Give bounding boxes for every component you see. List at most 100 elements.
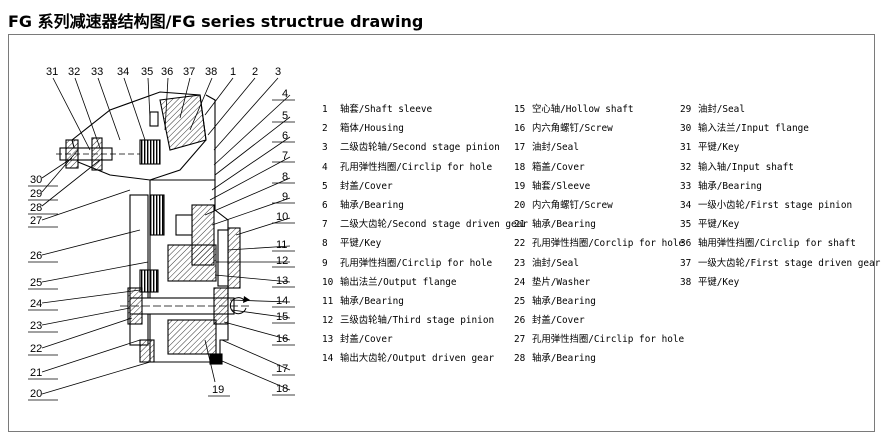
callout-30: 30 (30, 174, 42, 186)
callout-37: 37 (183, 66, 195, 78)
output-gear (167, 244, 217, 282)
leader-lines (28, 77, 295, 401)
callout-7: 7 (282, 150, 288, 162)
callout-32: 32 (68, 66, 80, 78)
legend-item-text: 输出法兰/Output flange (340, 276, 457, 288)
legend-item-23: 23 油封/Seal (514, 254, 684, 273)
legend-item-14: 14 输出大齿轮/Output driven gear (322, 349, 528, 368)
legend-item-text: 轴承/Bearing (532, 353, 596, 365)
legend-item-text: 轴承/Bearing (698, 180, 762, 192)
legend-item-text: 箱体/Housing (340, 123, 404, 135)
callout-35: 35 (141, 66, 153, 78)
legend-item-text: 箱盖/Cover (532, 161, 585, 173)
legend-item-text: 孔用弹性挡圈/Circlip for hole (340, 161, 493, 173)
legend-item-number: 17 (514, 142, 526, 154)
legend-item-text: 轴承/Bearing (532, 295, 596, 307)
legend-item-text: 轴承/Bearing (532, 219, 596, 231)
legend-item-text: 输出大齿轮/Output driven gear (340, 353, 495, 365)
callout-labels: 31 32 33 34 35 36 37 38 1 2 3 4 5 6 7 8 … (30, 66, 288, 400)
callout-20: 20 (30, 388, 42, 400)
legend-item-number: 31 (680, 142, 692, 154)
legend-item-10: 10 输出法兰/Output flange (322, 273, 528, 292)
legend-item-number: 23 (514, 257, 526, 269)
main-housing (149, 179, 229, 363)
legend-item-number: 30 (680, 123, 692, 135)
callout-16: 16 (276, 333, 288, 345)
legend-item-number: 38 (680, 276, 692, 288)
second-stage-pinion (149, 194, 165, 236)
legend-item-text: 平键/Key (340, 238, 382, 250)
legend-item-number: 6 (322, 199, 328, 211)
legend-item-number: 32 (680, 161, 692, 173)
legend-item-number: 36 (680, 238, 692, 250)
legend-item-33: 33 轴承/Bearing (680, 177, 880, 196)
input-flange (65, 139, 79, 169)
legend-item-number: 22 (514, 238, 526, 250)
legend-item-text: 平键/Key (698, 219, 740, 231)
callout-2: 2 (252, 66, 258, 78)
legend-item-number: 4 (322, 161, 328, 173)
callout-15: 15 (276, 311, 288, 323)
legend-item-number: 2 (322, 123, 328, 135)
callout-24: 24 (30, 298, 42, 310)
legend-item-text: 封盖/Cover (532, 315, 585, 327)
legend-item-number: 10 (322, 276, 334, 288)
legend-item-text: 一级小齿轮/First stage pinion (698, 199, 853, 211)
legend-item-text: 油封/Seal (532, 257, 579, 269)
callout-23: 23 (30, 320, 42, 332)
callout-17: 17 (276, 363, 288, 375)
legend-item-number: 3 (322, 142, 328, 154)
callout-14: 14 (276, 295, 288, 307)
callout-13: 13 (276, 275, 288, 287)
callout-10: 10 (276, 211, 288, 223)
gearbox-body (56, 91, 250, 365)
callout-19: 19 (212, 384, 224, 396)
legend-item-text: 孔用弹性挡圈/Corclip for hole (532, 238, 685, 250)
legend-item-number: 33 (680, 180, 692, 192)
legend-item-number: 28 (514, 353, 526, 365)
legend-item-22: 22 孔用弹性挡圈/Corclip for hole (514, 234, 684, 253)
legend-item-number: 12 (322, 315, 334, 327)
legend-item-number: 20 (514, 199, 526, 211)
callout-38: 38 (205, 66, 217, 78)
legend-item-number: 24 (514, 276, 526, 288)
callout-26: 26 (30, 250, 42, 262)
legend-item-text: 轴套/Sleeve (532, 180, 591, 192)
legend-item-4: 4 孔用弹性挡圈/Circlip for hole (322, 158, 528, 177)
legend-item-text: 油封/Seal (532, 142, 579, 154)
callout-34: 34 (117, 66, 129, 78)
callout-29: 29 (30, 188, 42, 200)
first-stage-pinion (139, 139, 161, 165)
legend-item-text: 空心轴/Hollow shaft (532, 104, 634, 115)
callout-4: 4 (282, 88, 288, 100)
legend-item-number: 16 (514, 123, 526, 135)
legend-item-text: 孔用弹性挡圈/Circlip for hole (340, 257, 493, 269)
legend-item-number: 37 (680, 257, 692, 269)
legend-item-number: 7 (322, 219, 328, 231)
legend-item-number: 14 (322, 353, 334, 365)
first-stage-gear (159, 94, 207, 151)
legend-item-number: 9 (322, 257, 328, 269)
page-title: FG 系列减速器结构图/FG series structrue drawing (8, 12, 424, 31)
callout-1: 1 (230, 66, 236, 78)
callout-36: 36 (161, 66, 173, 78)
legend-item-2: 2 箱体/Housing (322, 119, 528, 138)
